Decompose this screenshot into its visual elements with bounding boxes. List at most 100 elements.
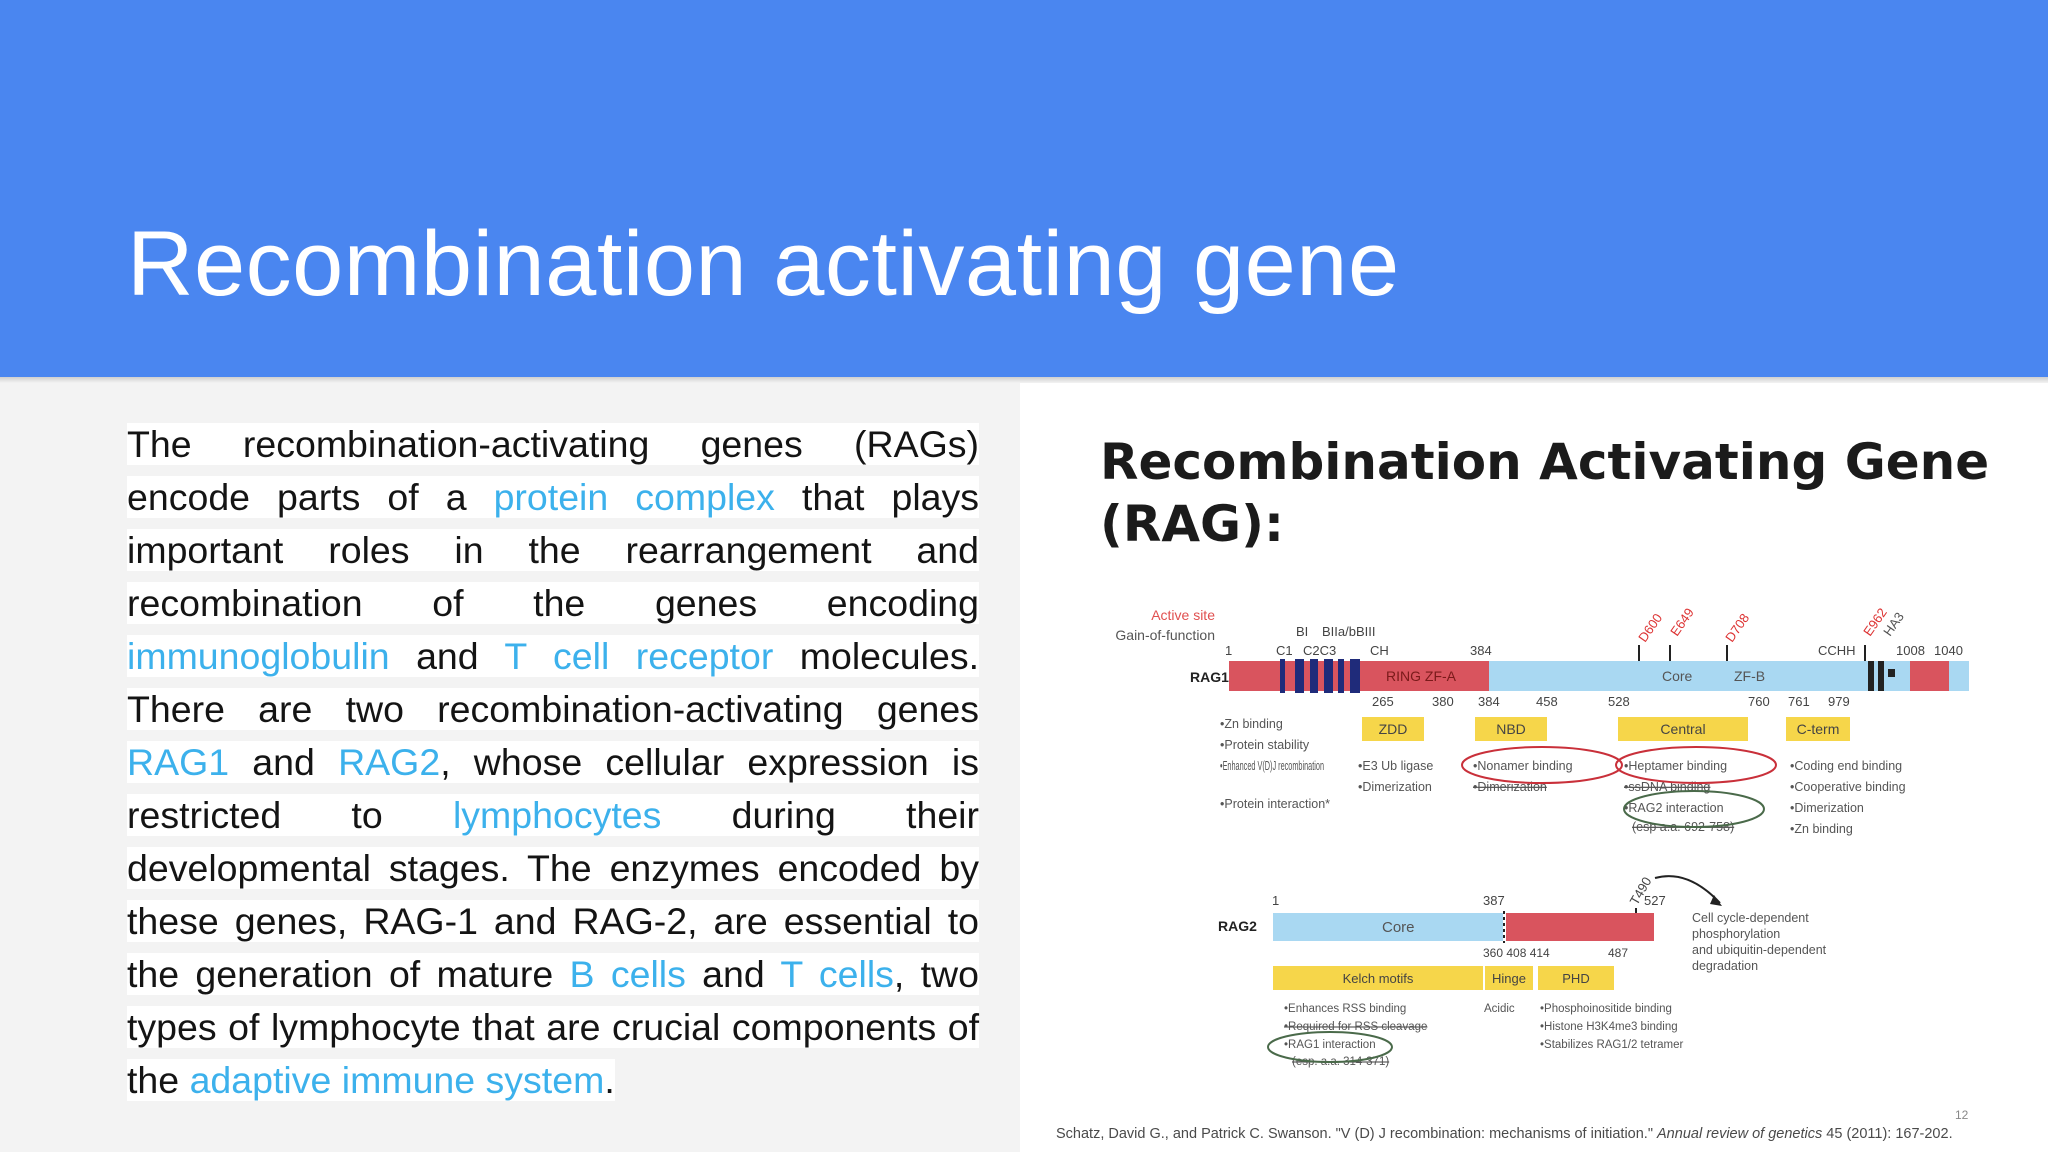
rag1-zinc-motifs xyxy=(1280,659,1895,693)
rag2-core-bar xyxy=(1273,913,1503,941)
rag2-degradation-note: Cell cycle-dependent phosphorylation and… xyxy=(1692,911,1827,973)
svg-text:•Heptamer binding: •Heptamer binding xyxy=(1624,759,1727,773)
domain-hinge xyxy=(1485,966,1533,990)
title-banner xyxy=(0,0,2048,377)
domain-cterm xyxy=(1786,717,1850,741)
svg-text:•Nonamer binding: •Nonamer binding xyxy=(1473,759,1573,773)
svg-text:•Coding end binding: •Coding end binding xyxy=(1790,759,1902,773)
domain-phd-label: PHD xyxy=(1562,971,1589,986)
note-nonamer-binding: Nonamer binding xyxy=(1477,759,1572,773)
body-link[interactable]: T cells xyxy=(780,953,894,995)
rag1-num-1008: 1008 xyxy=(1896,643,1925,658)
figure-page-number: 12 xyxy=(1955,1108,1969,1122)
site-d600: D600 xyxy=(1635,611,1665,645)
body-link[interactable]: RAG2 xyxy=(338,741,441,783)
body-link[interactable]: protein complex xyxy=(493,476,775,518)
zfb-label: ZF-B xyxy=(1734,668,1765,684)
rag1-num-528: 528 xyxy=(1608,694,1630,709)
legend-active-site: Active site xyxy=(1151,607,1215,623)
svg-text:and ubiquitin-dependent: and ubiquitin-dependent xyxy=(1692,943,1827,957)
body-link[interactable]: B cells xyxy=(569,953,686,995)
rag2-interaction-highlight xyxy=(1623,790,1765,828)
rag1-num-1040: 1040 xyxy=(1934,643,1963,658)
citation-text: Schatz, David G., and Patrick C. Swanson… xyxy=(1056,1126,1653,1142)
svg-text:•Dimerization: •Dimerization xyxy=(1790,801,1864,815)
rag1-num-1: 1 xyxy=(1225,643,1232,658)
citation-journal: Annual review of genetics xyxy=(1657,1126,1823,1142)
svg-text:•Dimerization: •Dimerization xyxy=(1358,780,1432,794)
domain-kelch-label: Kelch motifs xyxy=(1343,971,1414,986)
citation-tail: 45 (2011): 167-202. xyxy=(1826,1126,1953,1142)
active-site-ticks xyxy=(1638,645,1866,661)
rag1-num-380: 380 xyxy=(1432,694,1454,709)
rag1-num-761: 761 xyxy=(1788,694,1810,709)
svg-text:•RAG1 interaction: •RAG1 interaction xyxy=(1284,1039,1376,1051)
note-zn-binding: Zn binding xyxy=(1224,717,1282,731)
domain-kelch xyxy=(1273,966,1483,990)
svg-text:•Enhanced V(D)J recombination: •Enhanced V(D)J recombination xyxy=(1220,759,1324,773)
rag1-bi-label: BI xyxy=(1296,624,1308,639)
svg-text:•Stabilizes RAG1/2 tetramer: •Stabilizes RAG1/2 tetramer xyxy=(1540,1039,1684,1051)
rag2-num-360-414: 360 408 414 xyxy=(1483,946,1550,960)
rag2-notes: •Enhances RSS binding •Required for RSS … xyxy=(1284,1003,1684,1068)
rag1-cterm-region xyxy=(1910,661,1949,691)
domain-phd xyxy=(1538,966,1614,990)
svg-text:•Protein stability: •Protein stability xyxy=(1220,738,1310,752)
note-e3-ub-ligase: E3 Ub ligase xyxy=(1362,759,1433,773)
note-cooperative: Cooperative binding xyxy=(1794,780,1905,794)
rag2-num-1: 1 xyxy=(1272,893,1279,908)
figure-heading: Recombination Activating Gene (RAG): xyxy=(1100,433,1990,553)
svg-text:Cell cycle-dependent: Cell cycle-dependent xyxy=(1692,911,1809,925)
svg-text:•Cooperative binding: •Cooperative binding xyxy=(1790,780,1906,794)
domain-zdd-label: ZDD xyxy=(1379,721,1408,737)
svg-text:•Enhances RSS binding: •Enhances RSS binding xyxy=(1284,1003,1406,1015)
core-label: Core xyxy=(1662,668,1693,684)
rag1-num-265: 265 xyxy=(1372,694,1394,709)
rag1-c1-label: C1 xyxy=(1276,643,1293,658)
note-zdd-dimerization: Dimerization xyxy=(1362,780,1432,794)
rag-figure: Recombination Activating Gene (RAG): Act… xyxy=(1020,383,2048,1152)
body-link[interactable]: lymphocytes xyxy=(452,794,662,836)
rag2-num-487: 487 xyxy=(1608,946,1628,960)
svg-text:•Zn binding: •Zn binding xyxy=(1790,822,1853,836)
rag-diagram: Active site Gain-of-function RAG1 RING Z… xyxy=(1115,605,1969,1122)
body-text-run: and xyxy=(685,953,781,995)
degradation-arrowhead xyxy=(1710,895,1722,906)
svg-text:Acidic: Acidic xyxy=(1484,1003,1515,1015)
rag1-num-979: 979 xyxy=(1828,694,1850,709)
rag2-core-label: Core xyxy=(1382,919,1415,936)
rag1-num-384: 384 xyxy=(1470,643,1492,658)
ring-zfa-label: RING ZF-A xyxy=(1386,668,1457,684)
note-cterm-zn: Zn binding xyxy=(1794,822,1852,836)
body-text-run: and xyxy=(229,741,339,783)
rag1-ch-label: CH xyxy=(1370,643,1389,658)
body-link[interactable]: T cell receptor xyxy=(504,635,774,677)
site-d708: D708 xyxy=(1722,611,1752,645)
note-protein-stability: Protein stability xyxy=(1224,738,1310,752)
domain-cterm-label: C-term xyxy=(1797,721,1840,737)
body-link[interactable]: adaptive immune system xyxy=(189,1059,605,1101)
svg-text:•RAG2 interaction: •RAG2 interaction xyxy=(1624,801,1724,815)
rag1-num-760: 760 xyxy=(1748,694,1770,709)
svg-text:•Zn binding: •Zn binding xyxy=(1220,717,1283,731)
body-paragraph: The recombination-activating genes (RAGs… xyxy=(127,418,980,1107)
svg-text:phosphorylation: phosphorylation xyxy=(1692,927,1780,941)
body-text-run: and xyxy=(389,635,505,677)
body-text-run: . xyxy=(604,1059,615,1101)
body-link[interactable]: immunoglobulin xyxy=(127,635,390,677)
slide-title: Recombination activating gene xyxy=(127,213,1400,315)
domain-central xyxy=(1618,717,1748,741)
note-heptamer-binding: Heptamer binding xyxy=(1628,759,1727,773)
domain-central-label: Central xyxy=(1660,721,1705,737)
svg-text:•Required for RSS cleavage: •Required for RSS cleavage xyxy=(1284,1021,1427,1033)
domain-zdd xyxy=(1362,717,1424,741)
rag2-num-527: 527 xyxy=(1644,893,1666,908)
svg-text:degradation: degradation xyxy=(1692,959,1758,973)
svg-text:•E3 Ub ligase: •E3 Ub ligase xyxy=(1358,759,1433,773)
svg-text:•Protein interaction*: •Protein interaction* xyxy=(1220,797,1330,811)
domain-hinge-label: Hinge xyxy=(1492,971,1526,986)
note-rag2-interaction: RAG2 interaction xyxy=(1628,801,1723,815)
rag1-bIIa-label: BIIa/bBIII xyxy=(1322,624,1375,639)
body-link[interactable]: RAG1 xyxy=(127,741,230,783)
rag1-num-458: 458 xyxy=(1536,694,1558,709)
